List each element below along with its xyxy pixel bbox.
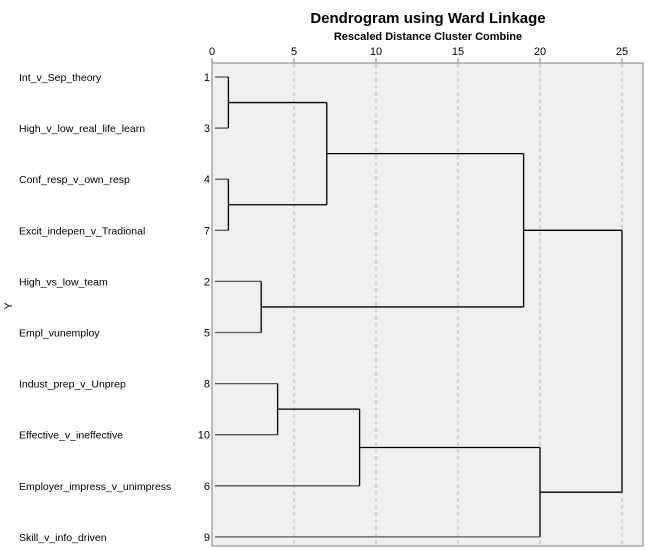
x-axis-label: Rescaled Distance Cluster Combine <box>334 31 522 43</box>
tick-label: 5 <box>291 46 297 58</box>
leaf-id: 1 <box>204 72 210 84</box>
chart-title: Dendrogram using Ward Linkage <box>310 10 545 27</box>
leaf-label: High_v_low_real_life_learn <box>19 123 145 135</box>
dendrogram-links <box>215 76 623 538</box>
leaf-label: Conf_resp_v_own_resp <box>19 174 130 186</box>
plot-area <box>211 62 644 547</box>
tick-label: 0 <box>209 46 215 58</box>
leaf-id: 5 <box>204 328 210 340</box>
leaf-id: 7 <box>204 225 210 237</box>
leaf-labels: Int_v_Sep_theory 1High_v_low_real_life_le… <box>19 72 210 544</box>
x-axis-ticks: 0 5 10 15 20 25 <box>209 46 628 63</box>
leaf-label: Excit_indepen_v_Tradional <box>19 225 145 237</box>
leaf-label: Empl_vunemploy <box>19 328 100 340</box>
leaf-id: 3 <box>204 123 210 135</box>
leaf-id: 9 <box>204 532 210 544</box>
leaf-id: 2 <box>204 276 210 288</box>
tick-label: 10 <box>370 46 382 58</box>
leaf-label: High_vs_low_team <box>19 276 108 288</box>
tick-label: 20 <box>534 46 546 58</box>
leaf-id: 10 <box>198 430 210 442</box>
leaf-label: Skill_v_info_driven <box>19 532 107 544</box>
leaf-id: 6 <box>204 481 210 493</box>
leaf-label: Int_v_Sep_theory <box>19 72 102 84</box>
tick-label: 25 <box>616 46 628 58</box>
leaf-id: 8 <box>204 379 210 391</box>
leaf-label: Employer_impress_v_unimpress <box>19 481 171 493</box>
leaf-id: 4 <box>204 174 210 186</box>
leaf-label: Indust_prep_v_Unprep <box>19 379 126 391</box>
tick-label: 15 <box>452 46 464 58</box>
y-axis-label: Y <box>3 302 15 310</box>
leaf-label: Effective_v_ineffective <box>19 430 123 442</box>
